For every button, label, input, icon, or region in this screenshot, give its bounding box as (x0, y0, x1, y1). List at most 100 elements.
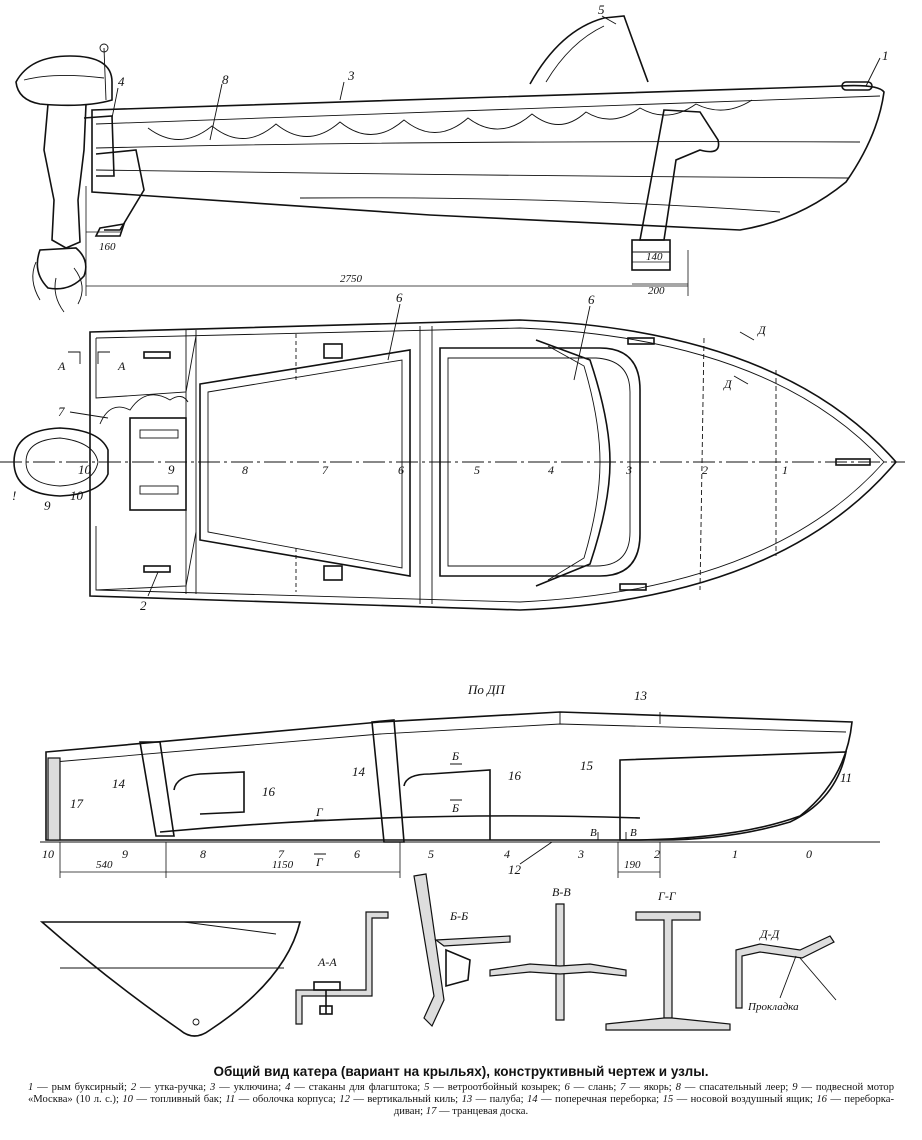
callout-16-fwd: 16 (508, 768, 522, 783)
station-6: 6 (354, 847, 360, 861)
station-1: 1 (732, 847, 738, 861)
legend-number: 10 (122, 1094, 133, 1105)
bow-hydrofoil (639, 109, 720, 241)
section-v-left: В (590, 827, 597, 839)
sec-gg-label: Г-Г (657, 889, 677, 903)
legend-text: — уключина; (215, 1082, 286, 1093)
station-3: 3 (577, 847, 584, 861)
legend-text: — ветроотбойный козырек; (429, 1082, 565, 1093)
dim-2750: 2750 (340, 273, 363, 285)
section-b-bottom: Б (451, 801, 459, 815)
legend-text: — рым буксирный; (33, 1082, 131, 1093)
legend-item: 15 — носовой воздушный ящик; (663, 1094, 817, 1105)
section-d-bottom: Д (723, 377, 733, 391)
plan-station-2: 2 (702, 463, 708, 477)
legend-text: — оболочка корпуса; (235, 1094, 340, 1105)
plan-station-5: 5 (474, 463, 480, 477)
caption: Общий вид катера (вариант на крыльях), к… (28, 1064, 894, 1118)
station-4: 4 (504, 847, 510, 861)
plan-hull (89, 319, 898, 611)
plan-view: А А Д Д 6 6 7 10 9 2 9 10 ! 8 7 6 5 4 3 … (0, 290, 905, 613)
legend-text: — топливный бак; (132, 1094, 226, 1105)
legend-number: 15 (662, 1094, 674, 1105)
plan-callout-10: 10 (70, 488, 84, 503)
legend-number: 8 (675, 1082, 681, 1093)
legend-item: 1 — рым буксирный; (28, 1082, 131, 1093)
legend-text: — слань; (569, 1082, 621, 1093)
dim-1150: 1150 (272, 859, 294, 871)
dim-540: 540 (96, 859, 113, 871)
section-v-right: В (630, 827, 637, 839)
callout-17: 17 (70, 796, 84, 811)
station-9: 9 (122, 847, 128, 861)
legend-item: 5 — ветроотбойный козырек; (424, 1082, 564, 1093)
legend-number: 4 (285, 1082, 291, 1093)
sec-bb-label: Б-Б (449, 909, 468, 923)
plan-station-6: 6 (398, 463, 404, 477)
station-10: 10 (42, 847, 54, 861)
legend-number: 7 (620, 1082, 626, 1093)
plan-windshield (535, 339, 611, 587)
hull-cross-section (39, 921, 302, 1037)
legend-item: 16 — переборка-диван; (394, 1094, 894, 1117)
po-dp-label: По ДП (467, 682, 506, 697)
plan-callout-9: 9 (168, 462, 175, 477)
dim-190: 190 (624, 859, 641, 871)
callout-11: 11 (840, 770, 852, 785)
legend-text: — подвесной мотор «Москва» (10 л. с.); (28, 1082, 895, 1105)
legend-item: 12 — вертикальный киль; (339, 1094, 461, 1105)
excl-mark: ! (12, 488, 16, 503)
legend-text: — якорь; (625, 1082, 676, 1093)
side-view: 1 4 3 5 8 160 140 200 2750 (15, 2, 889, 313)
profile-hull (45, 711, 853, 841)
legend-number: 2 (130, 1082, 137, 1093)
side-hull (91, 84, 885, 231)
legend-item: 17 — транцевая доска. (426, 1106, 528, 1117)
callout-12: 12 (508, 862, 522, 877)
callout-5: 5 (598, 2, 605, 17)
callout-6-b: 6 (588, 292, 595, 307)
legend-number: 5 (424, 1082, 430, 1093)
legend-number: 17 (425, 1106, 437, 1117)
callout-9: 9 (44, 498, 51, 513)
legend-number: 16 (816, 1094, 827, 1105)
legend-text: — вертикальный киль; (349, 1094, 462, 1105)
station-2: 2 (654, 847, 660, 861)
callout-13: 13 (634, 688, 648, 703)
station-8: 8 (200, 847, 206, 861)
legend-number: 6 (564, 1082, 570, 1093)
legend-number: 13 (461, 1094, 473, 1105)
plan-station-3: 3 (625, 463, 632, 477)
legend-text: — палуба; (472, 1094, 527, 1105)
legend-number: 3 (209, 1082, 216, 1093)
legend-number: 12 (339, 1094, 350, 1105)
dim-160: 160 (99, 241, 116, 253)
legend-text: — стаканы для флагштока; (290, 1082, 425, 1093)
legend-item: 9 — подвесной мотор «Москва» (10 л. с.); (28, 1082, 894, 1105)
callout-3: 3 (347, 68, 355, 83)
life-line (147, 99, 753, 140)
callout-14-aft: 14 (112, 776, 126, 791)
legend-text: — носовой воздушный ящик; (673, 1094, 817, 1105)
legend-item: 4 — стаканы для флагштока; (285, 1082, 424, 1093)
legend-item: 13 — палуба; (462, 1094, 527, 1105)
legend-text: — переборка-диван; (393, 1094, 894, 1117)
profile-view: По ДП 13 14 16 15 11 14 16 17 12 Б Б Г (40, 682, 880, 878)
legend-item: 8 — спасательный леер; (676, 1082, 793, 1093)
section-g-bottom: Г (315, 855, 324, 869)
plan-station-4: 4 (548, 463, 554, 477)
plan-station-1: 1 (782, 463, 788, 477)
caption-legend: 1 — рым буксирный; 2 — утка-ручка; 3 — у… (28, 1082, 894, 1118)
section-g-top: Г (315, 805, 324, 819)
callout-1: 1 (882, 48, 889, 63)
station-0: 0 (806, 847, 812, 861)
section-d-top: Д (757, 323, 767, 337)
callout-2: 2 (140, 598, 147, 613)
callout-7: 7 (58, 404, 65, 419)
legend-number: 14 (527, 1094, 538, 1105)
legend-item: 3 — уключина; (210, 1082, 285, 1093)
section-b-top: Б (451, 749, 459, 763)
station-5: 5 (428, 847, 434, 861)
plan-station-8: 8 (242, 463, 248, 477)
dim-200: 200 (648, 285, 665, 297)
